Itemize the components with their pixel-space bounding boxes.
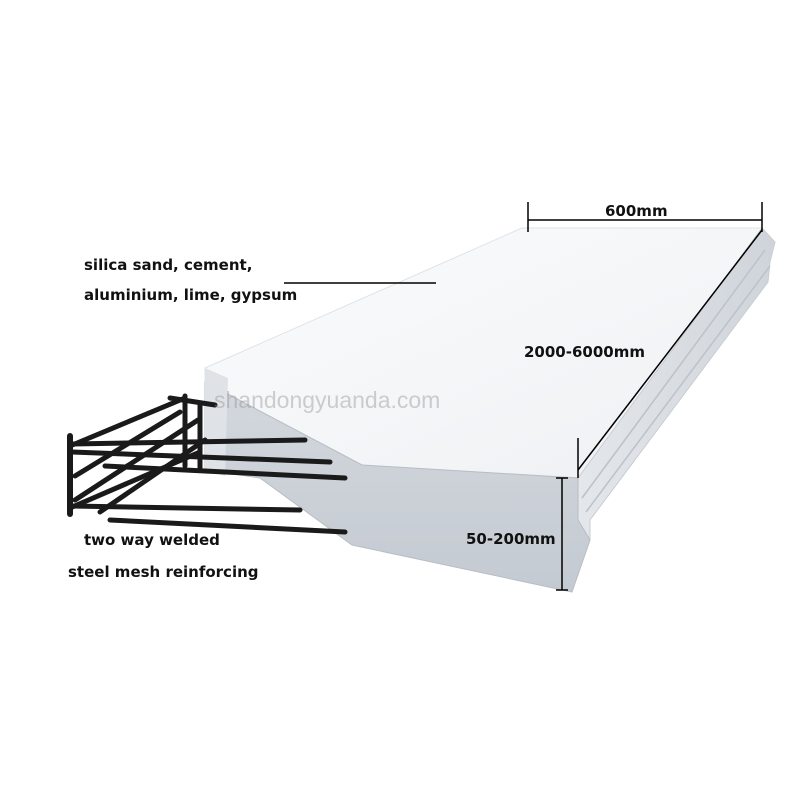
dimension-length: [577, 229, 763, 478]
mesh-bar: [67, 395, 188, 449]
watermark-text: shandongyuanda.com: [214, 387, 441, 413]
width-label: 600mm: [605, 202, 668, 220]
mesh-bar: [167, 395, 218, 408]
mesh-bar: [69, 503, 303, 513]
length-label: 2000-6000mm: [524, 343, 645, 361]
dimension-width: [527, 202, 763, 232]
mesh-bar: [69, 437, 308, 447]
thickness-label: 50-200mm: [466, 530, 556, 548]
mesh-bar: [102, 463, 348, 481]
materials-label-line2: aluminium, lime, gypsum: [84, 286, 298, 304]
panel-tongue-groove: [581, 249, 771, 513]
mesh-bar: [107, 517, 348, 535]
materials-label-line1: silica sand, cement,: [84, 256, 253, 274]
panel-end-face: [205, 368, 228, 476]
aac-panel: [204, 227, 776, 593]
mesh-label-line1: two way welded: [84, 531, 220, 549]
dimension-thickness: [556, 477, 568, 591]
mesh-bar: [67, 449, 203, 511]
mesh-bar: [72, 417, 201, 503]
mesh-label-line2: steel mesh reinforcing: [68, 563, 259, 581]
steel-mesh: [67, 393, 348, 535]
